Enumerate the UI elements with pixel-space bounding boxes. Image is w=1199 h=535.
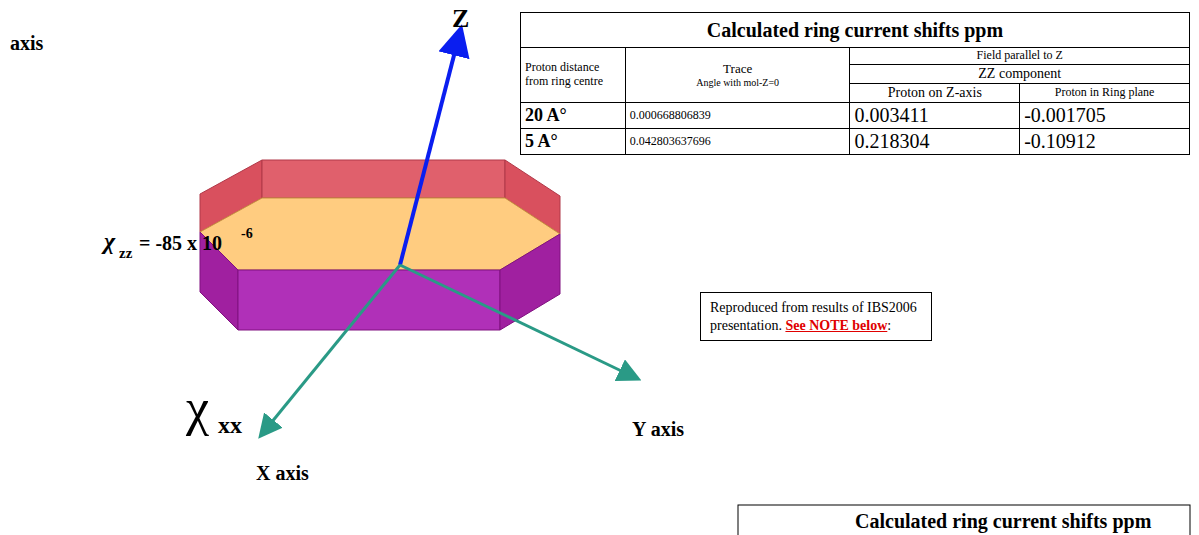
table-cell: Proton on Z-axis [850,83,1020,102]
cell-text: 0.042803637696 [630,135,846,149]
table-title: Calculated ring current shifts ppm [855,510,1151,532]
label-holder: axis [10,32,43,55]
label-holder: xx [218,412,242,439]
axis-label: axis [10,32,43,54]
cell-text: -0.001705 [1024,104,1185,127]
table-cell: -0.10912 [1020,128,1190,154]
ring-wall [262,160,505,198]
table-cell: 0.042803637696 [625,128,850,154]
cell-text: Calculated ring current shifts ppm [525,19,1185,42]
axis-label: X axis [256,462,309,484]
shift-table: Calculated ring current shifts ppmProton… [520,12,1190,155]
note-text: : [887,318,891,333]
superscript: -6 [241,226,253,241]
note-box: Reproduced from results of IBS2006 prese… [700,292,932,341]
susceptibility-value: = -85 x 10 [139,232,222,254]
label-holder: χ [104,228,115,255]
y-axis-arrow [400,265,636,378]
cell-text: ZZ component [854,66,1185,82]
table-cell: Calculated ring current shifts ppm [521,13,1190,48]
subscript: zz [119,245,132,261]
chi-symbol: χ [186,379,209,436]
cell-text: Trace [630,62,846,77]
label-holder: = -85 x 10 [139,232,222,255]
z-axis-arrow [400,32,460,265]
table-cell: 20 A° [521,102,626,128]
note-link: See NOTE below [785,318,887,333]
cell-text: Proton on Z-axis [854,85,1015,101]
ring-floor [200,198,560,270]
axis-label: Y axis [632,418,684,440]
table-cell: 0.218304 [850,128,1020,154]
table-cell: 0.000668806839 [625,102,850,128]
table-cell: 0.003411 [850,102,1020,128]
label-holder: Calculated ring current shifts ppm [855,510,1151,533]
label-holder: zz [119,244,132,262]
chi-symbol: χ [104,228,115,254]
table-cell: Field parallel to Z [850,48,1190,65]
table-cell: TraceAngle with mol-Z=0 [625,48,850,103]
table-cell: ZZ component [850,64,1190,83]
cell-text: Proton distance from ring centre [525,61,621,89]
label-holder: Y axis [632,418,684,441]
label-holder: χ [186,378,209,437]
cell-text: 0.000668806839 [630,109,846,123]
axis-label: Z [452,4,469,33]
cell-text: Angle with mol-Z=0 [630,77,846,89]
cell-text: Proton in Ring plane [1024,86,1185,100]
cell-text: -0.10912 [1024,130,1185,153]
table-cell: Proton distance from ring centre [521,48,626,103]
cell-text: 0.003411 [854,104,1015,127]
ring-wall [238,270,500,330]
label-holder: X axis [256,462,309,485]
table-cell: -0.001705 [1020,102,1190,128]
label-holder: -6 [241,224,253,242]
cell-text: Field parallel to Z [854,49,1185,63]
table-cell: Proton in Ring plane [1020,83,1190,102]
cell-text: 0.218304 [854,130,1015,153]
label-holder: Z [452,4,469,34]
cell-text: 20 A° [525,105,621,126]
table-frame [738,505,1190,535]
cell-text: 5 A° [525,131,621,152]
table-cell: 5 A° [521,128,626,154]
x-axis-arrow [262,265,400,434]
subscript: xx [218,412,242,438]
